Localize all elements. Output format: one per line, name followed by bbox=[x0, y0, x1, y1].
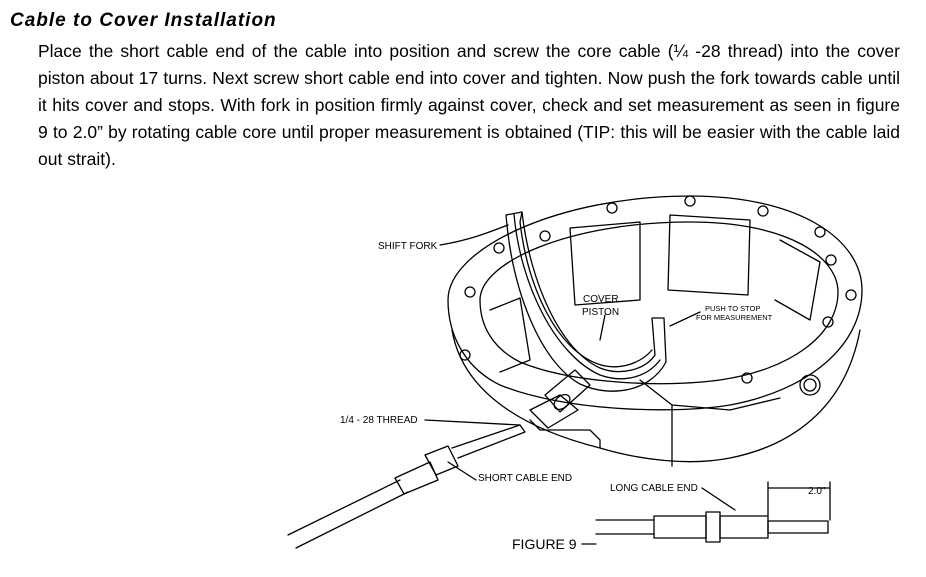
figure-caption: FIGURE 9 bbox=[512, 536, 577, 552]
bolt-hole bbox=[539, 230, 551, 242]
bolt-hole bbox=[822, 316, 834, 328]
bolt-hole bbox=[684, 195, 696, 207]
label-thread: 1/4 - 28 THREAD bbox=[340, 415, 418, 426]
leader-shift-fork bbox=[439, 224, 509, 246]
leader-long-cable bbox=[701, 487, 736, 511]
label-for-measurement: FOR MEASUREMENT bbox=[696, 313, 773, 322]
section-title: Cable to Cover Installation bbox=[10, 10, 277, 31]
cover-piston bbox=[544, 369, 591, 413]
leader-short-cable bbox=[447, 461, 477, 481]
label-dimension: 2.0" bbox=[808, 486, 826, 497]
bolt-hole bbox=[459, 349, 471, 361]
label-cover: COVER bbox=[583, 294, 619, 305]
label-long-cable-end: LONG CABLE END bbox=[610, 483, 698, 494]
label-short-cable-end: SHORT CABLE END bbox=[478, 473, 572, 484]
side-port bbox=[799, 374, 821, 396]
long-cable-nut bbox=[705, 511, 721, 543]
cover-body bbox=[451, 329, 861, 463]
cable-sheath bbox=[287, 479, 409, 549]
label-push-to-stop: PUSH TO STOP bbox=[705, 304, 760, 313]
interior-pocket bbox=[569, 221, 641, 306]
long-cable-collar bbox=[719, 515, 769, 539]
bolt-hole bbox=[464, 286, 476, 298]
bolt-hole bbox=[825, 254, 837, 266]
dimension-line bbox=[767, 481, 831, 521]
bolt-hole bbox=[814, 226, 826, 238]
cover-inner-rim bbox=[479, 221, 839, 385]
instruction-paragraph: Place the short cable end of the cable i… bbox=[38, 41, 900, 169]
interior-pocket bbox=[667, 214, 751, 296]
bolt-hole bbox=[606, 202, 618, 214]
bolt-hole bbox=[757, 205, 769, 217]
leader-cover-piston bbox=[599, 314, 606, 341]
cover-outer-rim bbox=[447, 195, 863, 411]
label-shift-fork: SHIFT FORK bbox=[378, 241, 438, 252]
leader-thread bbox=[424, 419, 521, 426]
shift-fork bbox=[505, 211, 667, 392]
long-cable-sleeve bbox=[653, 515, 707, 539]
long-cable-core bbox=[767, 520, 829, 534]
bolt-hole bbox=[741, 372, 753, 384]
piston-nut bbox=[553, 393, 571, 411]
leader-push-to-stop bbox=[669, 311, 701, 327]
label-piston: PISTON bbox=[582, 307, 619, 318]
short-cable-end bbox=[451, 424, 526, 459]
cable-nut bbox=[424, 445, 459, 476]
long-cable-sheath bbox=[595, 519, 655, 535]
bolt-hole bbox=[845, 289, 857, 301]
bolt-hole bbox=[493, 242, 505, 254]
